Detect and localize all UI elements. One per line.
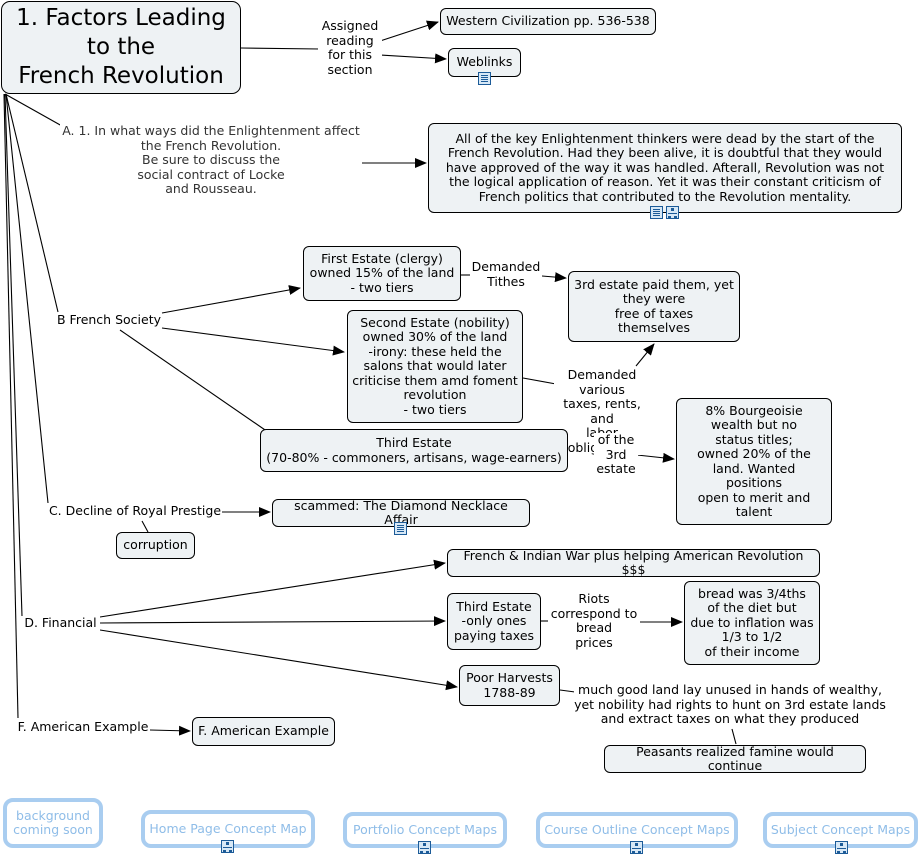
enlightenment-answer-node[interactable]: All of the key Enlightenment thinkers we… (428, 123, 902, 213)
corruption-node[interactable]: corruption (116, 532, 195, 559)
concept-map-icon[interactable] (666, 206, 679, 219)
map-title: 1. Factors Leading to the French Revolut… (1, 1, 241, 94)
bread-node[interactable]: bread was 3/4ths of the diet but due to … (684, 581, 820, 665)
third-estate-paid-node[interactable]: 3rd estate paid them, yet they were free… (568, 271, 740, 342)
peasants-famine-node[interactable]: Peasants realized famine would continue (604, 744, 866, 773)
first-estate-node[interactable]: First Estate (clergy) owned 15% of the l… (303, 246, 461, 301)
concept-map-icon[interactable] (835, 841, 848, 854)
document-icon[interactable] (394, 522, 407, 535)
of-the-3rd-estate-label: of the 3rd estate (594, 432, 638, 477)
document-icon[interactable] (478, 72, 491, 85)
financial-label: D. Financial (21, 615, 100, 631)
document-icon[interactable] (650, 206, 663, 219)
french-society-label: B French Society (56, 312, 162, 328)
american-example-node[interactable]: F. American Example (192, 717, 335, 746)
french-indian-war-node[interactable]: French & Indian War plus helping America… (447, 548, 820, 577)
third-estate-node[interactable]: Third Estate (70-80% - commoners, artisa… (260, 429, 568, 472)
much-good-land-label: much good land lay unused in hands of we… (574, 682, 886, 727)
background-coming-soon-button[interactable]: background coming soon (3, 798, 103, 848)
american-example-label: F. American Example (16, 719, 150, 735)
assigned-reading-label: Assigned reading for this section (318, 18, 382, 77)
bourgeoisie-node[interactable]: 8% Bourgeoisie wealth but no status titl… (676, 398, 832, 525)
question-a-label: A. 1. In what ways did the Enlightenment… (60, 123, 362, 197)
decline-royal-prestige-label: C. Decline of Royal Prestige (48, 503, 222, 519)
weblinks-node[interactable]: Weblinks (448, 48, 521, 77)
portfolio-concept-maps-button[interactable]: Portfolio Concept Maps (343, 812, 507, 848)
concept-map-icon[interactable] (418, 841, 431, 854)
demanded-tithes-label: Demanded Tithes (470, 259, 542, 289)
western-civilization-node[interactable]: Western Civilization pp. 536-538 (440, 8, 656, 35)
concept-map-icon[interactable] (630, 841, 643, 854)
second-estate-node[interactable]: Second Estate (nobility) owned 30% of th… (347, 310, 523, 423)
third-estate-taxes-node[interactable]: Third Estate -only ones paying taxes (447, 593, 541, 650)
poor-harvests-node[interactable]: Poor Harvests 1788-89 (459, 665, 560, 706)
riots-label: Riots correspond to bread prices (548, 591, 640, 650)
concept-map-icon[interactable] (221, 840, 234, 853)
